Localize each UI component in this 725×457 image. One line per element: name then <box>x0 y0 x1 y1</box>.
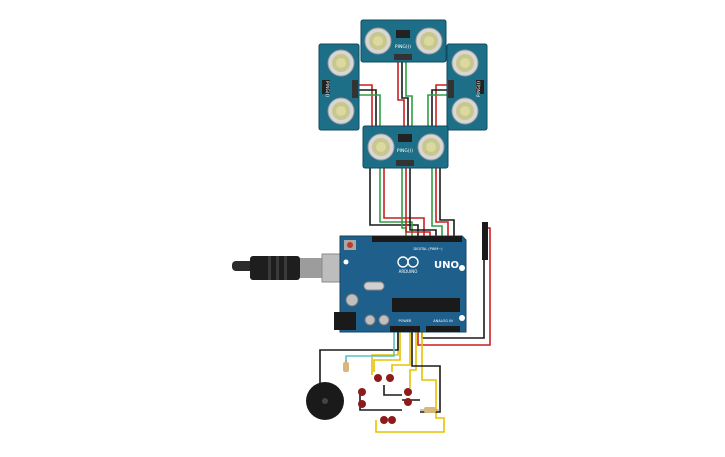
model-label: UNO <box>434 260 459 271</box>
wire-gnd-2 <box>359 395 402 411</box>
brand-label: ARDUINO <box>399 269 418 274</box>
digital-header-label: DIGITAL (PWM~) <box>413 247 443 251</box>
digital-header <box>372 236 462 242</box>
power-jack <box>334 312 356 330</box>
wire-gnd-3 <box>383 385 402 396</box>
resistor-1 <box>343 360 349 372</box>
ultrasonic-sensor-left: PING))) <box>318 43 360 131</box>
piezo-buzzer <box>306 382 344 420</box>
usb-cable <box>232 253 355 283</box>
reset-button <box>347 242 353 248</box>
arduino-uno-board: DIGITAL (PWM~) ARDUINO UNO POWER ANALOG … <box>334 235 467 333</box>
power-header-label: POWER <box>399 319 413 323</box>
analog-header <box>426 326 460 332</box>
sensor-label-bottom: PING))) <box>397 148 413 154</box>
ultrasonic-sensor-bottom: PING))) <box>362 125 449 169</box>
wire-bus-green-1 <box>379 168 413 240</box>
ultrasonic-sensor-right: PING))) <box>446 43 488 131</box>
sensor-label-top: PING))) <box>395 44 411 50</box>
power-header <box>390 326 420 332</box>
wire-yellow-4 <box>375 255 445 433</box>
wire-bus-black-2 <box>409 168 437 240</box>
wire-bus-red-3 <box>435 168 449 240</box>
sensor-label-right: PING))) <box>476 81 482 97</box>
led-2 <box>358 388 366 408</box>
wire-bus-red-1 <box>383 168 425 240</box>
resistor-2 <box>420 407 440 413</box>
ultrasonic-sensor-top: PING))) <box>360 19 447 63</box>
atmega-chip <box>392 298 460 312</box>
wire-bus-green-3 <box>431 168 443 240</box>
power-header-strip <box>482 222 488 260</box>
led-1 <box>374 374 394 382</box>
wire-bus-green-2 <box>401 168 407 240</box>
led-4 <box>380 416 396 424</box>
led-group <box>358 374 412 424</box>
led-3 <box>404 388 412 406</box>
arduino-logo: ARDUINO <box>397 256 419 274</box>
wire-piezo-cyan <box>345 330 395 362</box>
sensor-label-left: PING))) <box>324 81 330 97</box>
wire-bus-black-3 <box>439 168 455 240</box>
wire-power-red <box>417 227 491 346</box>
wire-piezo-black <box>319 330 399 385</box>
analog-header-label: ANALOG IN <box>433 319 453 323</box>
